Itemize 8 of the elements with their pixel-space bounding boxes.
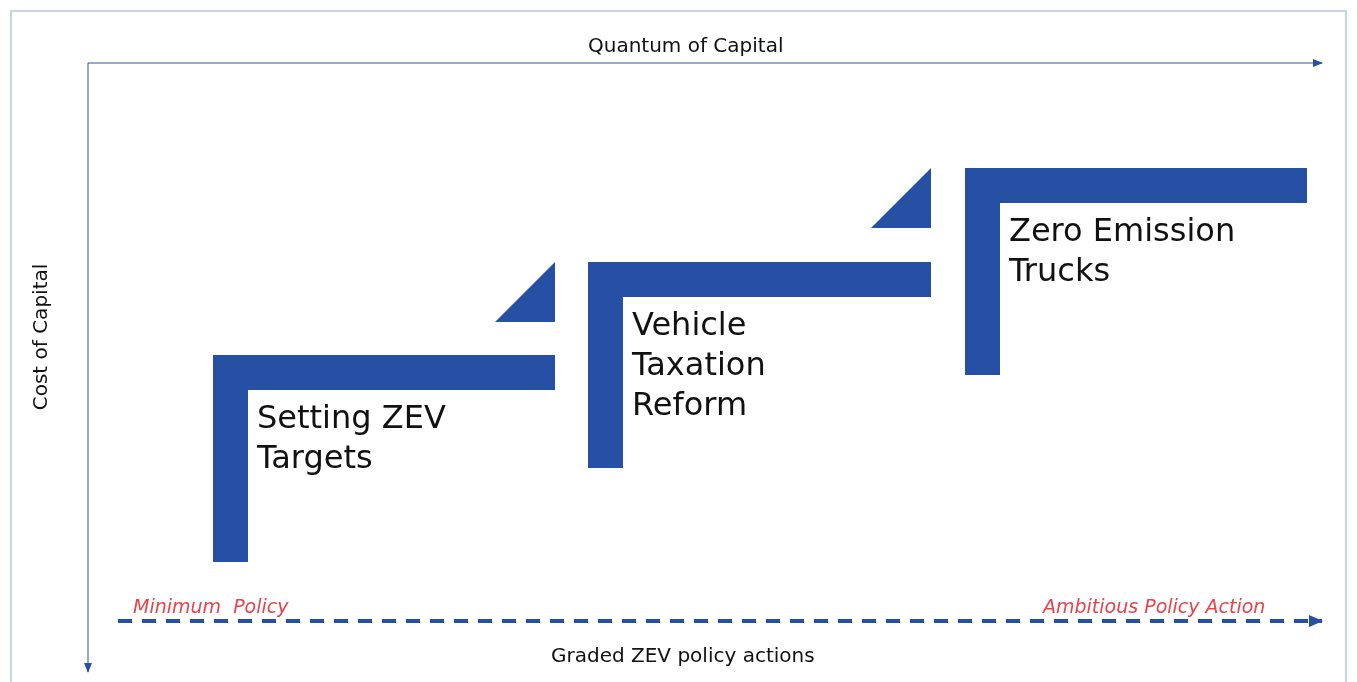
axis-label: Cost of Capital bbox=[27, 262, 53, 413]
scale-end-label: Ambitious Policy Action bbox=[1043, 594, 1266, 619]
axis-title: Graded ZEV policy actions bbox=[551, 642, 815, 669]
axis-label: Quantum of Capital bbox=[588, 32, 784, 59]
scale-end-label: Minimum Policy bbox=[133, 594, 289, 619]
step-label: Zero Emission Trucks bbox=[1009, 210, 1237, 290]
step-label: Vehicle Taxation Reform bbox=[632, 304, 767, 424]
step-label: Setting ZEV Targets bbox=[257, 397, 447, 477]
